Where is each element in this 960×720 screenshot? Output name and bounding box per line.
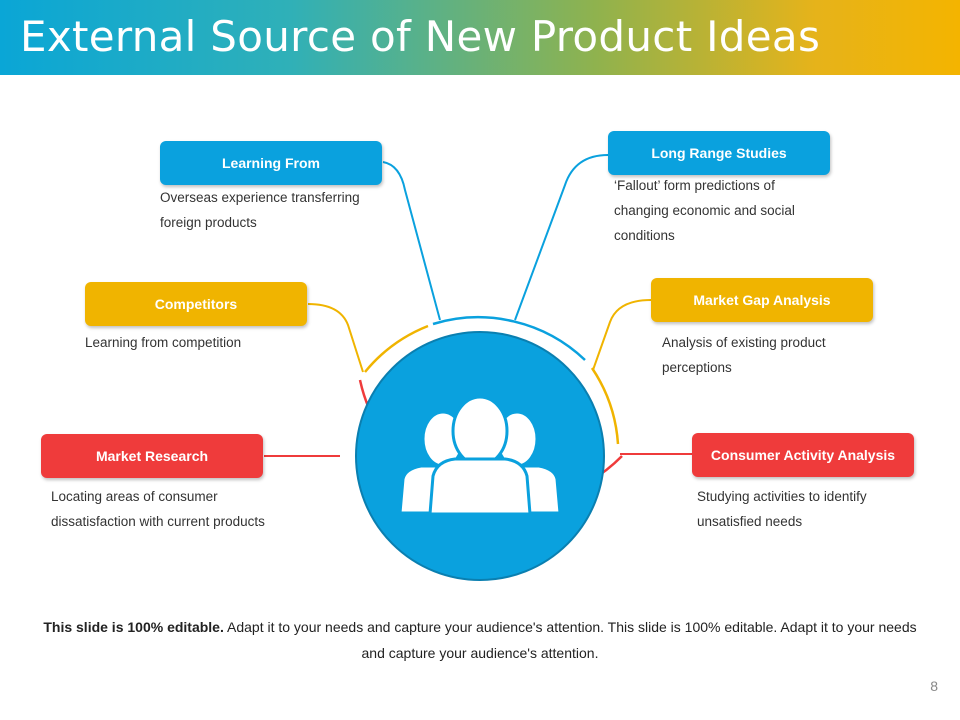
- connector-long-range: [514, 154, 609, 321]
- page-number: 8: [930, 678, 938, 694]
- market-research-label: Market Research: [95, 448, 209, 464]
- ring-blue-arc: [432, 316, 586, 361]
- competitors-desc: Learning from competition: [85, 330, 241, 355]
- long-range-box: Long Range Studies: [608, 131, 830, 175]
- ring-yellow-arc-right: [590, 367, 620, 445]
- competitors-box: Competitors: [85, 282, 307, 326]
- consumer-activity-desc-line: unsatisfied needs: [697, 514, 803, 529]
- learning-from-desc-line: foreign products: [160, 215, 257, 230]
- market-gap-label: Market Gap Analysis: [693, 292, 831, 308]
- footer-text: Adapt it to your needs and capture your …: [223, 619, 917, 661]
- page-title: External Source of New Product Ideas: [20, 12, 821, 61]
- long-range-desc-line: conditions: [614, 228, 675, 243]
- market-research-desc-line: dissatisfaction with current products: [51, 514, 265, 529]
- market-research-desc: Locating areas of consumer dissatisfacti…: [51, 484, 265, 534]
- long-range-label: Long Range Studies: [651, 145, 787, 161]
- footer-note: This slide is 100% editable. Adapt it to…: [40, 614, 920, 666]
- market-gap-desc-line: Analysis of existing product: [662, 335, 826, 350]
- competitors-desc-line: Learning from competition: [85, 335, 242, 350]
- learning-from-label: Learning From: [221, 155, 320, 171]
- consumer-activity-label: Consumer Activity Analysis: [710, 447, 896, 463]
- title-bar: External Source of New Product Ideas: [0, 0, 960, 75]
- long-range-desc-line: changing economic and social: [614, 203, 795, 218]
- ring-yellow-arc-left: [364, 324, 429, 373]
- market-research-desc-line: Locating areas of consumer: [51, 489, 218, 504]
- consumer-activity-desc: Studying activities to identify unsatisf…: [697, 484, 867, 534]
- competitors-label: Competitors: [154, 296, 238, 312]
- market-gap-desc-line: perceptions: [662, 360, 732, 375]
- learning-from-desc: Overseas experience transferring foreign…: [160, 185, 360, 235]
- learning-from-desc-line: Overseas experience transferring: [160, 190, 360, 205]
- consumer-activity-box: Consumer Activity Analysis: [692, 433, 914, 477]
- market-research-box: Market Research: [41, 434, 263, 478]
- market-gap-box: Market Gap Analysis: [651, 278, 873, 322]
- footer-bold: This slide is 100% editable.: [43, 619, 224, 635]
- long-range-desc-line: ‘Fallout’ form predictions of: [614, 178, 775, 193]
- connector-learning-from: [382, 161, 441, 321]
- consumer-activity-desc-line: Studying activities to identify: [697, 489, 867, 504]
- market-gap-desc: Analysis of existing product perceptions: [662, 330, 826, 380]
- long-range-desc: ‘Fallout’ form predictions of changing e…: [614, 173, 795, 248]
- users-group-icon: [355, 331, 605, 581]
- learning-from-box: Learning From: [160, 141, 382, 185]
- connector-competitors: [307, 303, 364, 373]
- connector-market-gap: [592, 299, 652, 371]
